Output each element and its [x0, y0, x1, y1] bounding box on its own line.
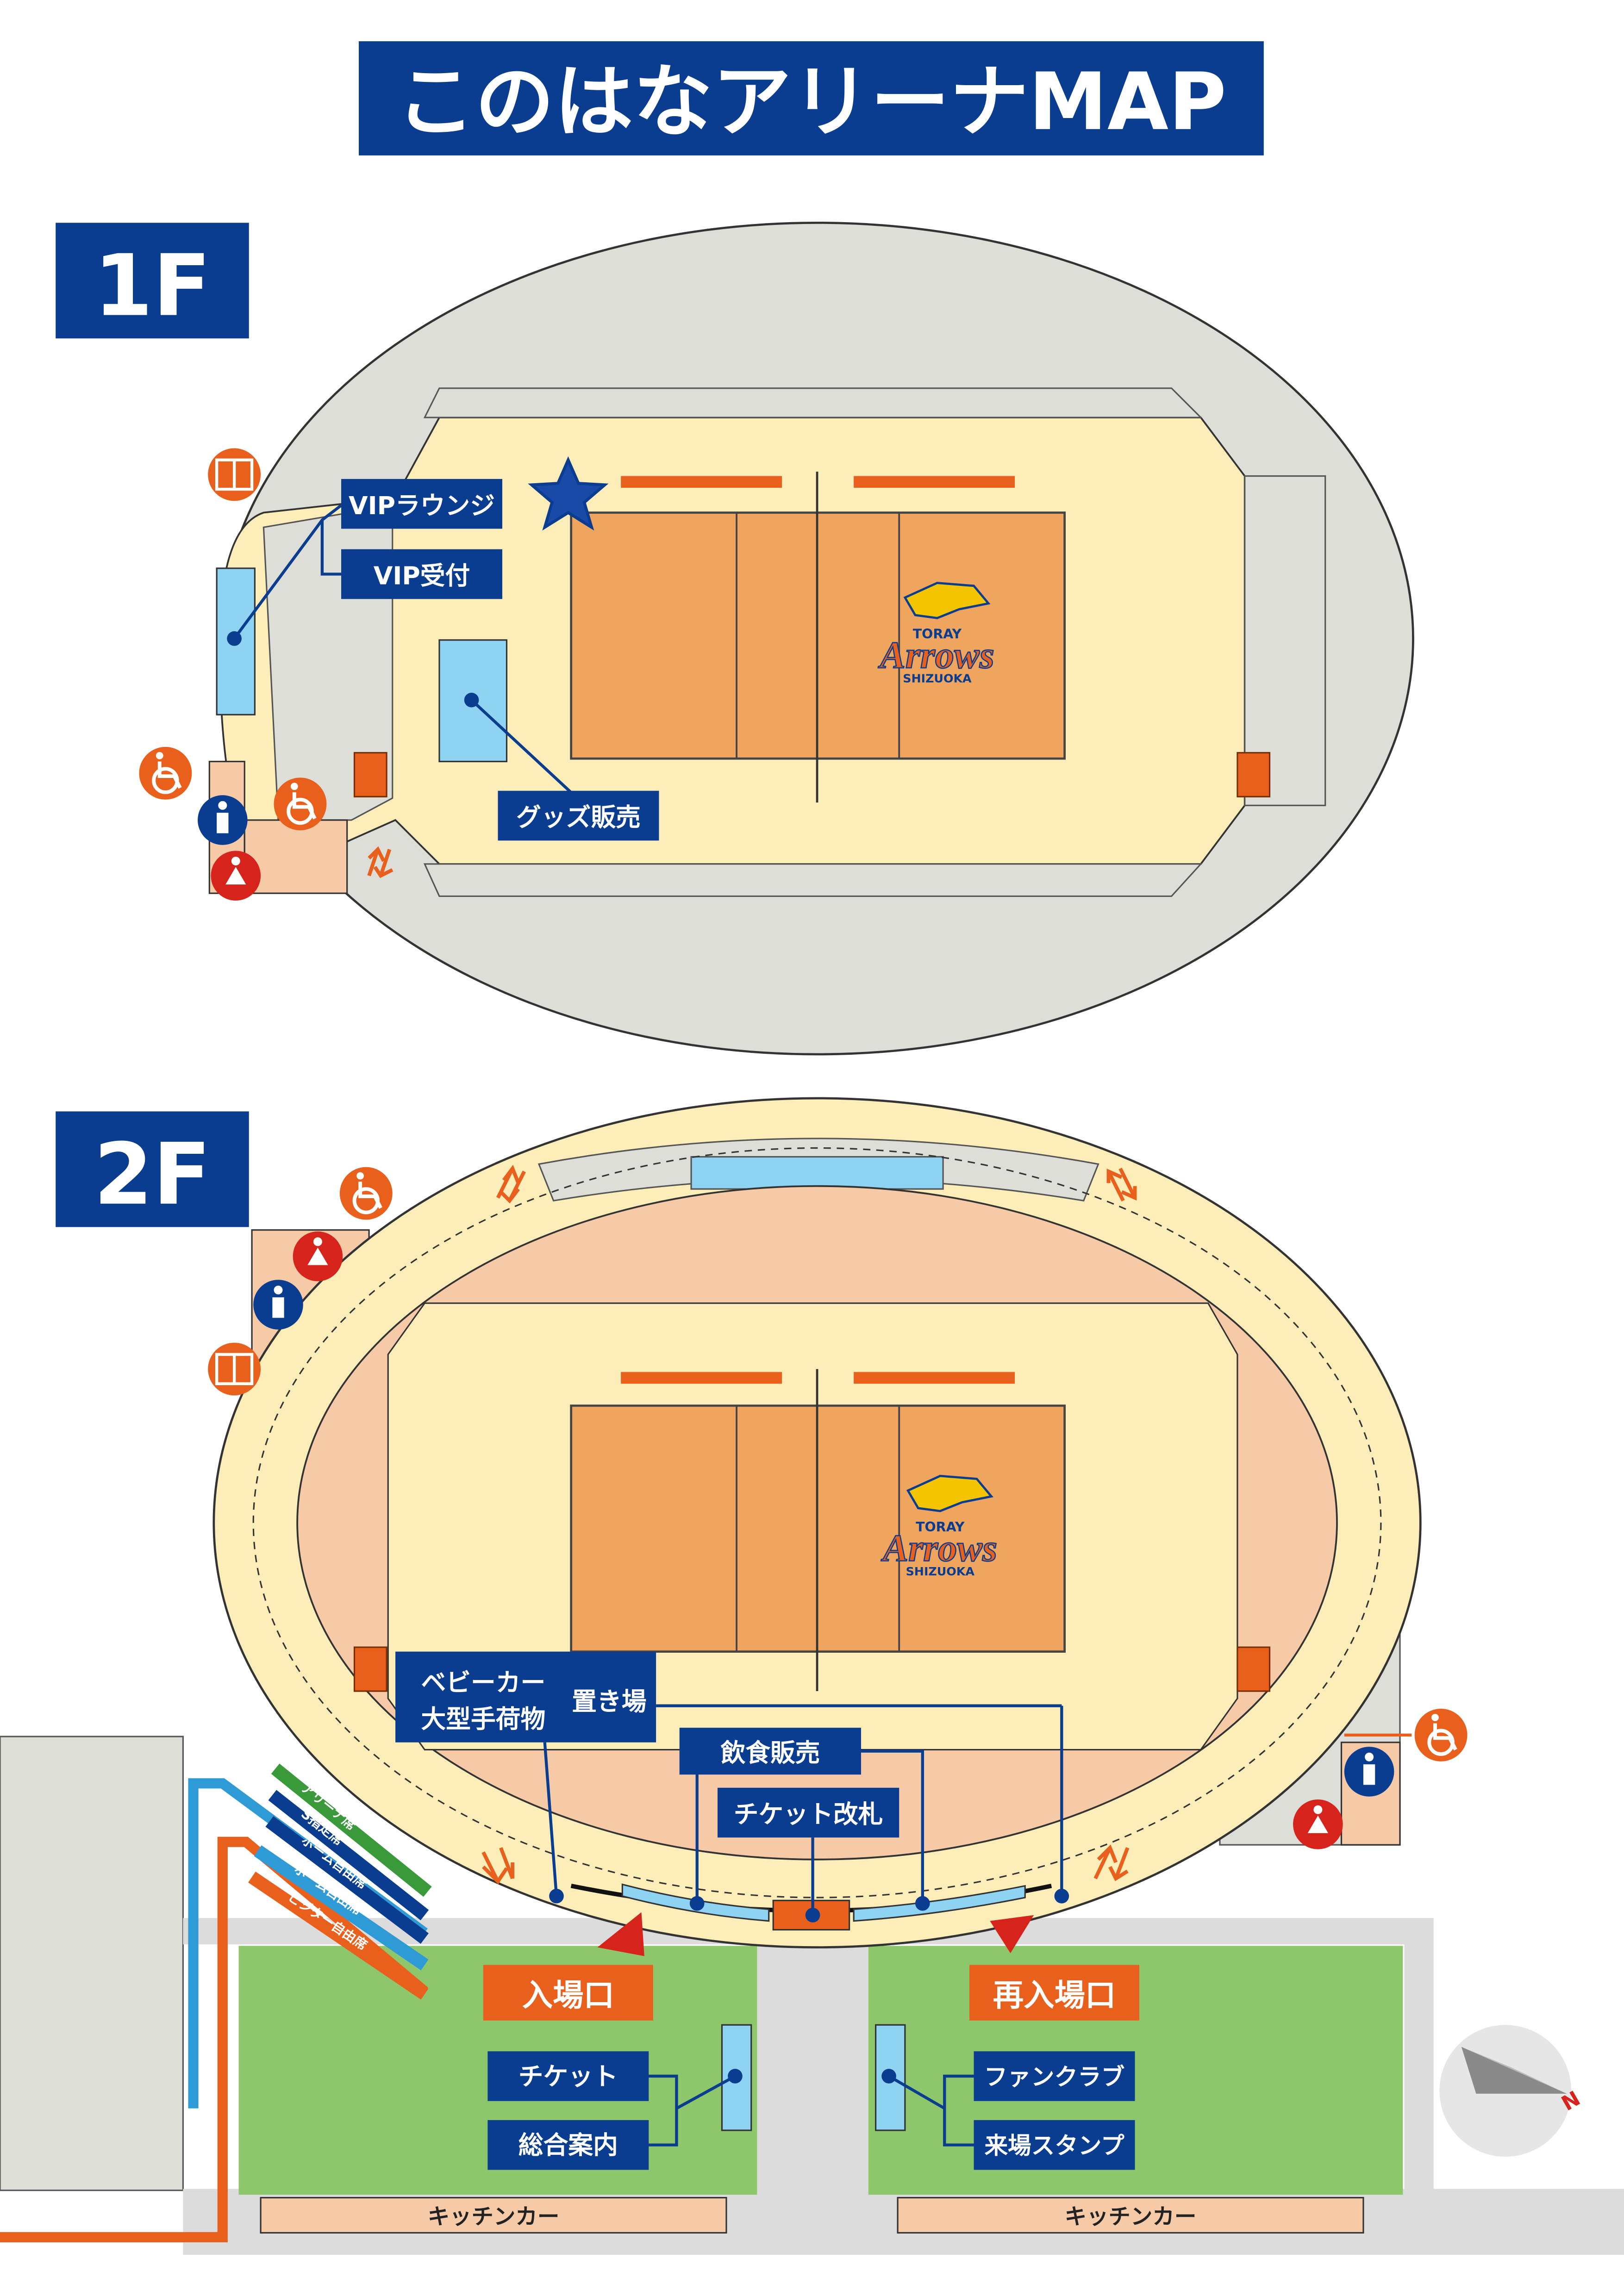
page-title-text: このはなアリーナMAP — [396, 56, 1227, 148]
stroller-label-3: 置き場 — [572, 1687, 646, 1716]
page-title: このはなアリーナMAP — [358, 41, 1264, 156]
ticket-label-box — [487, 2051, 649, 2101]
route-arrows — [248, 1763, 432, 2000]
team-logo-2f: TORAY Arrows SHIZUOKA — [880, 1475, 998, 1578]
vip-lounge-label-box — [341, 479, 502, 529]
vip-reception-label-box — [341, 549, 502, 599]
court-2f — [353, 1369, 1271, 1692]
team-bench-2 — [854, 1372, 1015, 1384]
ticket-label: チケット — [518, 2062, 618, 2091]
stroller-label-box — [395, 1651, 656, 1742]
female-restroom-icon — [1293, 1799, 1343, 1849]
building-left — [0, 1736, 184, 2191]
elevator-icon — [208, 448, 261, 501]
kitchen-car-right-label: キッチンカー — [1065, 2204, 1197, 2229]
stairs-right-1f — [1237, 752, 1271, 797]
court-1f — [353, 472, 1271, 803]
logo-text-1: TORAY — [916, 1519, 965, 1535]
stamp-label: 来場スタンプ — [984, 2132, 1124, 2159]
logo-text-2: Arrows — [881, 1527, 997, 1569]
ticket-gate-label: チケット改札 — [734, 1800, 883, 1829]
male-restroom-icon — [198, 795, 248, 845]
logo-text-2: Arrows — [878, 634, 994, 676]
male-restroom-icon — [253, 1280, 303, 1330]
logo-text-3: SHIZUOKA — [903, 672, 972, 685]
compass-icon: N — [1439, 2025, 1584, 2157]
team-bench-1 — [621, 1372, 782, 1384]
food-label-box — [679, 1728, 861, 1775]
wheelchair-icon — [339, 1167, 393, 1220]
entrance-arrow-icon — [597, 1912, 644, 1956]
reentrance-label: 再入場口 — [993, 1977, 1116, 2013]
kitchen-car-left-label: キッチンカー — [428, 2204, 560, 2229]
goods-label: グッズ販売 — [516, 803, 641, 832]
female-restroom-icon — [293, 1231, 343, 1282]
info-label-box — [487, 2120, 649, 2170]
floor-1f: 1F TORAY Arrows SHIZUOKA — [56, 221, 1414, 1056]
wheelchair-icon — [139, 747, 192, 800]
wheelchair-icon — [1414, 1709, 1468, 1761]
goods-label-box — [498, 790, 659, 841]
team-logo-1f: TORAY Arrows SHIZUOKA — [877, 582, 995, 685]
team-bench-1 — [621, 476, 782, 488]
stairs-arrow-icon — [367, 846, 394, 878]
reentrance-label-box — [969, 1965, 1139, 2021]
stairs-right-2f — [1237, 1646, 1271, 1692]
reentrance-arrow-icon — [990, 1915, 1034, 1954]
wheelchair-icon — [274, 778, 327, 831]
vip-lounge-label: VIPラウンジ — [349, 491, 495, 520]
entrance-label: 入場口 — [522, 1977, 614, 2013]
stroller-label-1: ベビーカー — [421, 1668, 545, 1697]
stairs-arrow-icon — [481, 1164, 1137, 1885]
floor-2f: 2F — [0, 1097, 1624, 2255]
kitchen-car-left — [260, 2196, 727, 2234]
ticket-gate-label-box — [717, 1787, 899, 1838]
logo-text-3: SHIZUOKA — [906, 1565, 975, 1578]
stairs-left-1f — [353, 752, 387, 797]
vip-reception-label: VIP受付 — [374, 561, 470, 591]
entrance-label-box — [483, 1965, 653, 2021]
stamp-label-box — [974, 2120, 1135, 2170]
floor-label-2f: 2F — [94, 1126, 211, 1224]
floor-label-1f: 1F — [94, 237, 211, 336]
logo-text-1: TORAY — [913, 627, 962, 642]
stroller-label-2: 大型手荷物 — [421, 1705, 545, 1734]
stairs-left-2f — [353, 1646, 387, 1692]
fanclub-label-box — [974, 2051, 1135, 2101]
female-restroom-icon — [211, 851, 261, 901]
star-icon — [528, 456, 609, 531]
eagle-mark-icon — [903, 582, 991, 619]
team-bench-2 — [854, 476, 1015, 488]
eagle-mark-icon — [906, 1475, 993, 1512]
route-line-orange — [0, 1836, 428, 2242]
fanclub-label: ファンクラブ — [984, 2063, 1125, 2091]
kitchen-car-right — [897, 2196, 1364, 2234]
elevator-icon — [208, 1343, 261, 1396]
food-label: 飲食販売 — [720, 1738, 820, 1767]
info-label: 総合案内 — [518, 2131, 618, 2160]
male-restroom-icon — [1344, 1747, 1394, 1797]
window-top — [690, 1156, 944, 1190]
